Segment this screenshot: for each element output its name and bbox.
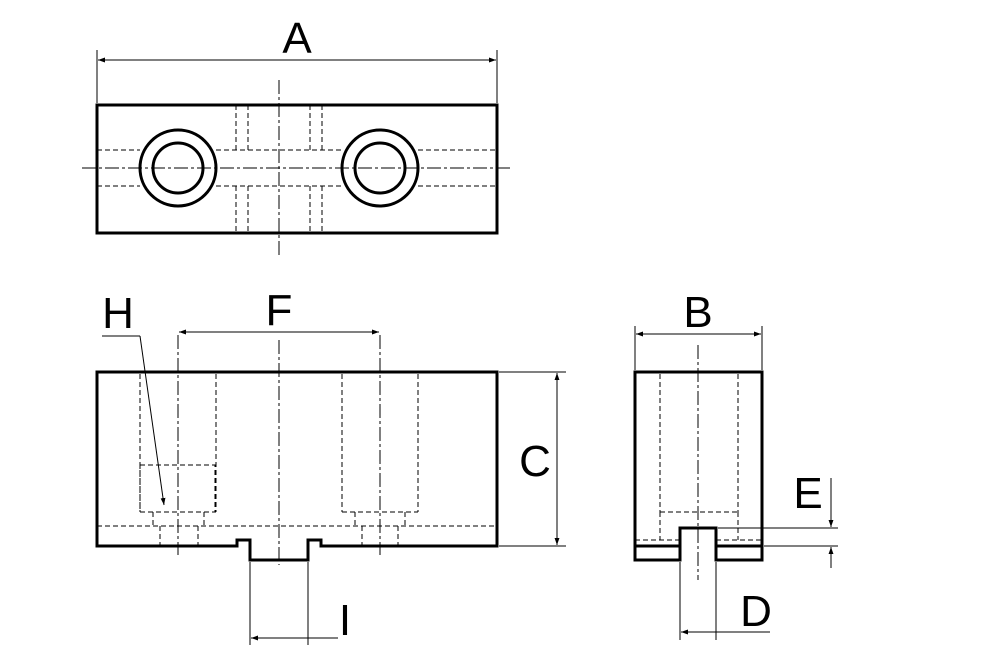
- dimension-label-c: C: [519, 437, 551, 486]
- top-view-outline: [95, 103, 499, 235]
- right-counterbore: [340, 128, 420, 208]
- dimension-label-b: B: [683, 288, 712, 337]
- dimension-i: I: [249, 562, 351, 645]
- side-view-hidden-lines: [635, 374, 762, 541]
- dimension-label-a: A: [282, 14, 312, 63]
- dimension-e: E: [718, 469, 838, 568]
- right-bolt-hole-hidden: [341, 335, 419, 555]
- dimension-b: B: [634, 288, 763, 370]
- front-view-outline: [95, 370, 499, 562]
- dimension-label-i: I: [339, 596, 351, 645]
- dimension-f: F: [179, 286, 379, 335]
- side-view-outline: [633, 370, 764, 562]
- left-bolt-hole-hidden: [139, 335, 217, 555]
- front-view: F H C I: [95, 286, 566, 645]
- top-view: A: [82, 14, 512, 256]
- leader-h: H: [102, 289, 166, 506]
- left-counterbore: [138, 128, 218, 208]
- dimension-label-e: E: [793, 469, 822, 518]
- side-view: B E D: [633, 288, 838, 640]
- dimension-a: A: [96, 14, 498, 103]
- dimension-label-d: D: [740, 587, 772, 636]
- dimension-label-h: H: [102, 289, 134, 338]
- feature-h-box: [139, 464, 216, 513]
- dimension-d: D: [679, 562, 772, 640]
- left-hole: [151, 141, 205, 195]
- top-view-hidden-lines: [97, 105, 497, 233]
- right-hole: [353, 141, 407, 195]
- dimension-label-f: F: [266, 286, 293, 335]
- dimension-c: C: [499, 371, 566, 547]
